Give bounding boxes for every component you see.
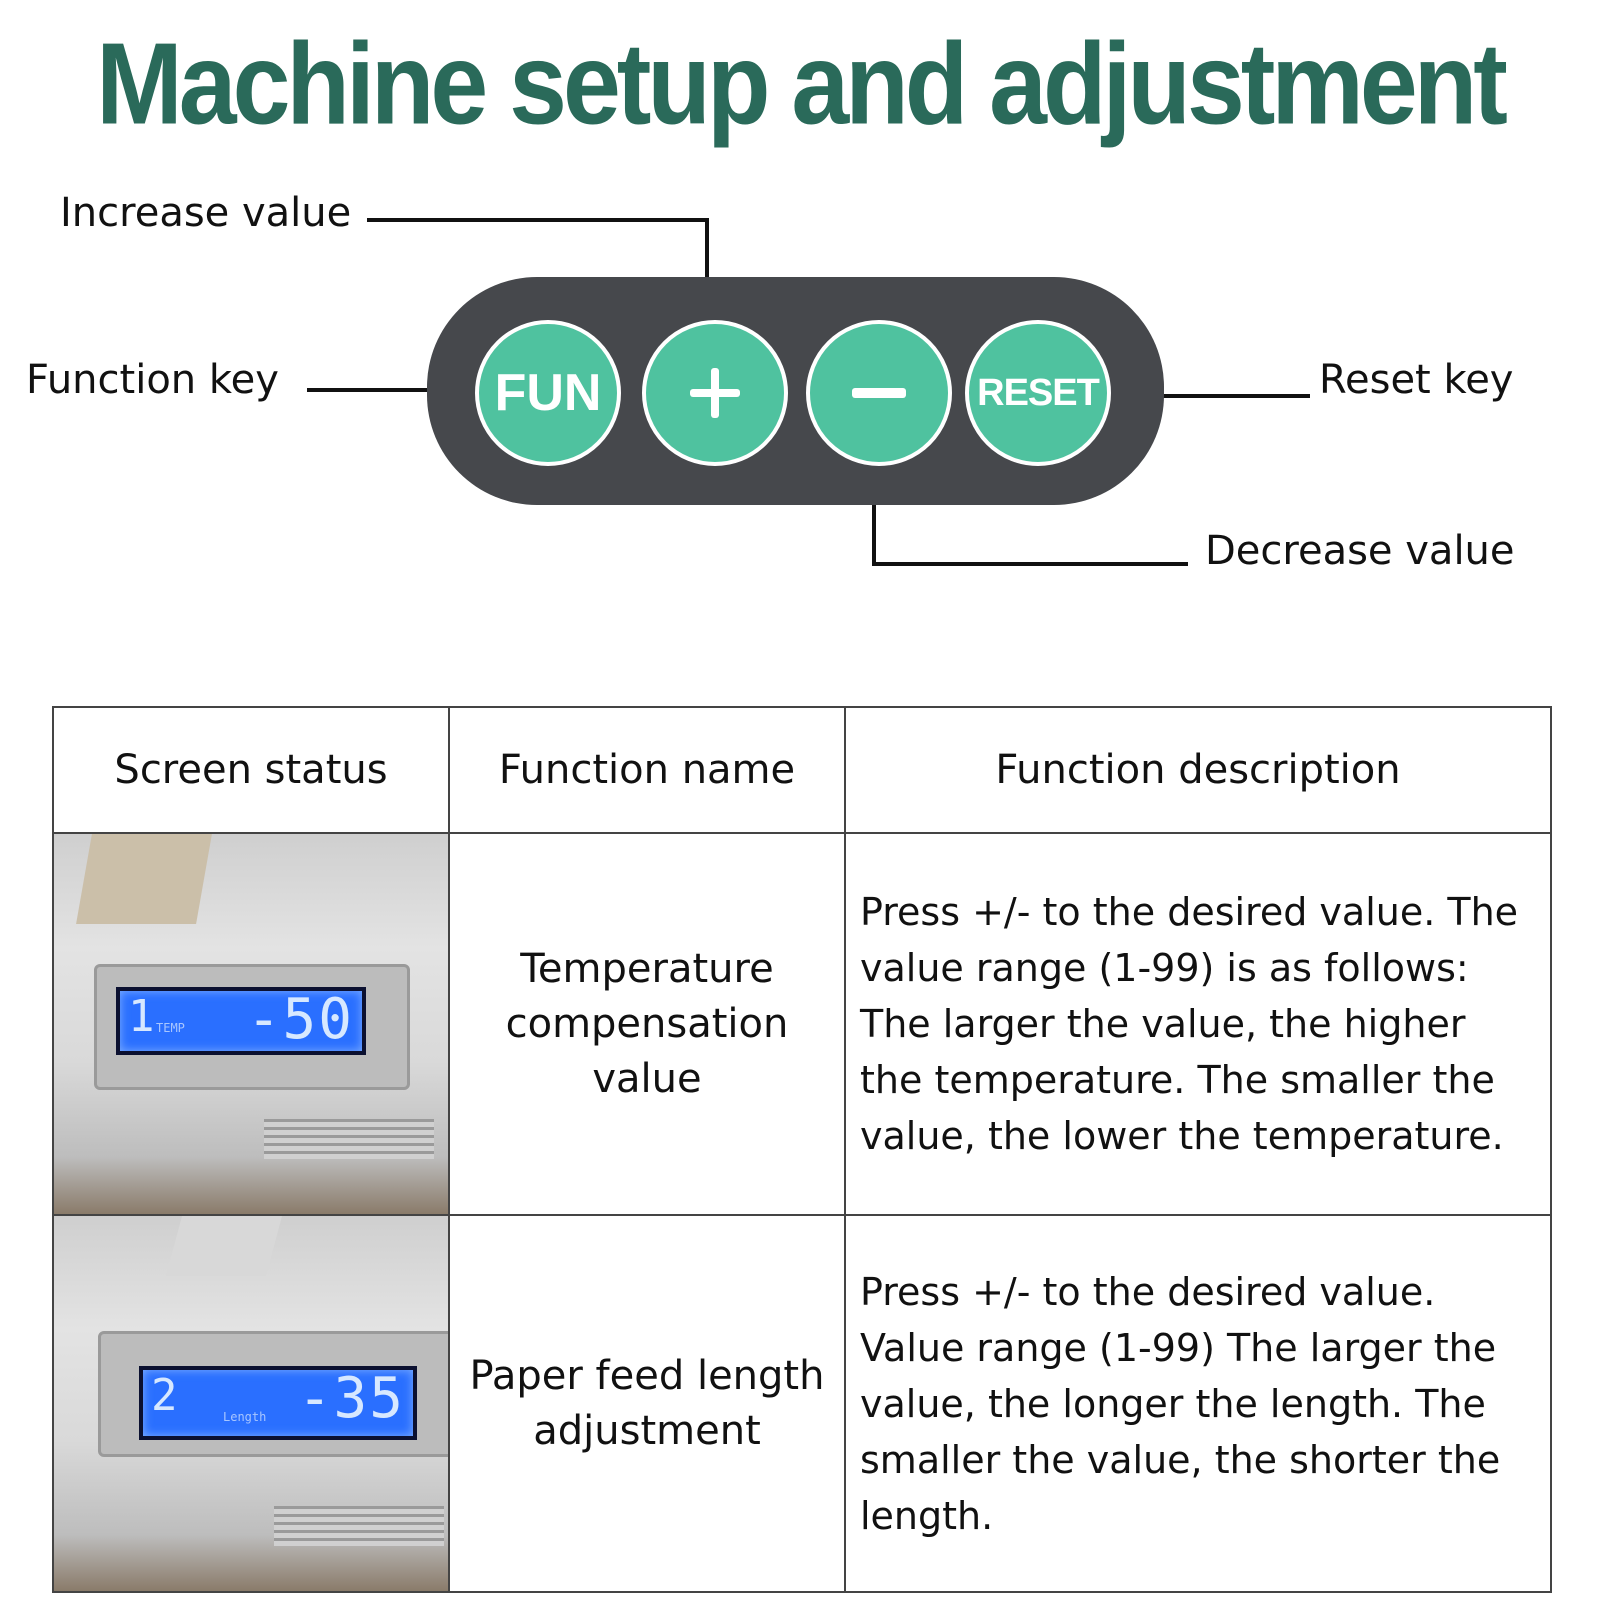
- decrease-button[interactable]: [806, 320, 952, 466]
- table-row: 1 TEMP -50 Temperature compensation valu…: [52, 832, 1552, 1216]
- lcd-value: -35: [297, 1366, 405, 1431]
- increase-leader-horizontal: [367, 218, 709, 222]
- header-function-name: Function name: [448, 706, 846, 834]
- lcd-display: 1 TEMP -50: [116, 987, 366, 1055]
- minus-icon: [852, 388, 906, 398]
- screen-photo: 1 TEMP -50: [54, 834, 448, 1214]
- machine-bracket: [165, 1216, 283, 1276]
- screen-status-cell: 2 Length -35: [52, 1214, 450, 1593]
- vent-slots: [274, 1506, 444, 1546]
- lcd-label: TEMP: [156, 1021, 185, 1035]
- increase-leader-vertical: [705, 218, 709, 314]
- lcd-number: 2: [151, 1370, 178, 1421]
- vent-slots: [264, 1119, 434, 1159]
- page-title: Machine setup and adjustment: [96, 19, 1508, 150]
- lcd-label: Length: [223, 1410, 267, 1424]
- decrease-value-label: Decrease value: [1205, 528, 1515, 574]
- screen-photo: 2 Length -35: [54, 1216, 448, 1591]
- function-table: Screen status Function name Function des…: [52, 706, 1552, 1593]
- header-function-description: Function description: [844, 706, 1552, 834]
- table-row: 2 Length -35 Paper feed length adjustmen…: [52, 1214, 1552, 1593]
- machine-bracket: [76, 834, 212, 924]
- reset-button-label: RESET: [977, 371, 1100, 414]
- reset-leader: [1110, 394, 1310, 398]
- lcd-number: 1: [128, 991, 155, 1042]
- increase-value-label: Increase value: [60, 190, 352, 236]
- decrease-leader-vertical: [872, 468, 876, 566]
- lcd-value: -50: [246, 987, 354, 1052]
- function-description-cell: Press +/- to the desired value. Value ra…: [844, 1214, 1552, 1593]
- reset-key-label: Reset key: [1319, 357, 1514, 403]
- function-name-cell: Paper feed length adjustment: [448, 1214, 846, 1593]
- lcd-display: 2 Length -35: [139, 1366, 417, 1440]
- screen-status-cell: 1 TEMP -50: [52, 832, 450, 1216]
- reset-button[interactable]: RESET: [965, 320, 1111, 466]
- function-description-cell: Press +/- to the desired value. The valu…: [844, 832, 1552, 1216]
- function-name-cell: Temperature compensation value: [448, 832, 846, 1216]
- table-header-row: Screen status Function name Function des…: [52, 706, 1552, 834]
- decrease-leader-horizontal: [872, 562, 1188, 566]
- fun-button-label: FUN: [494, 364, 602, 422]
- increase-button[interactable]: [642, 320, 788, 466]
- plus-icon: [690, 368, 740, 418]
- header-screen-status: Screen status: [52, 706, 450, 834]
- fun-button[interactable]: FUN: [475, 320, 621, 466]
- function-key-label: Function key: [26, 357, 279, 403]
- function-leader: [307, 388, 472, 392]
